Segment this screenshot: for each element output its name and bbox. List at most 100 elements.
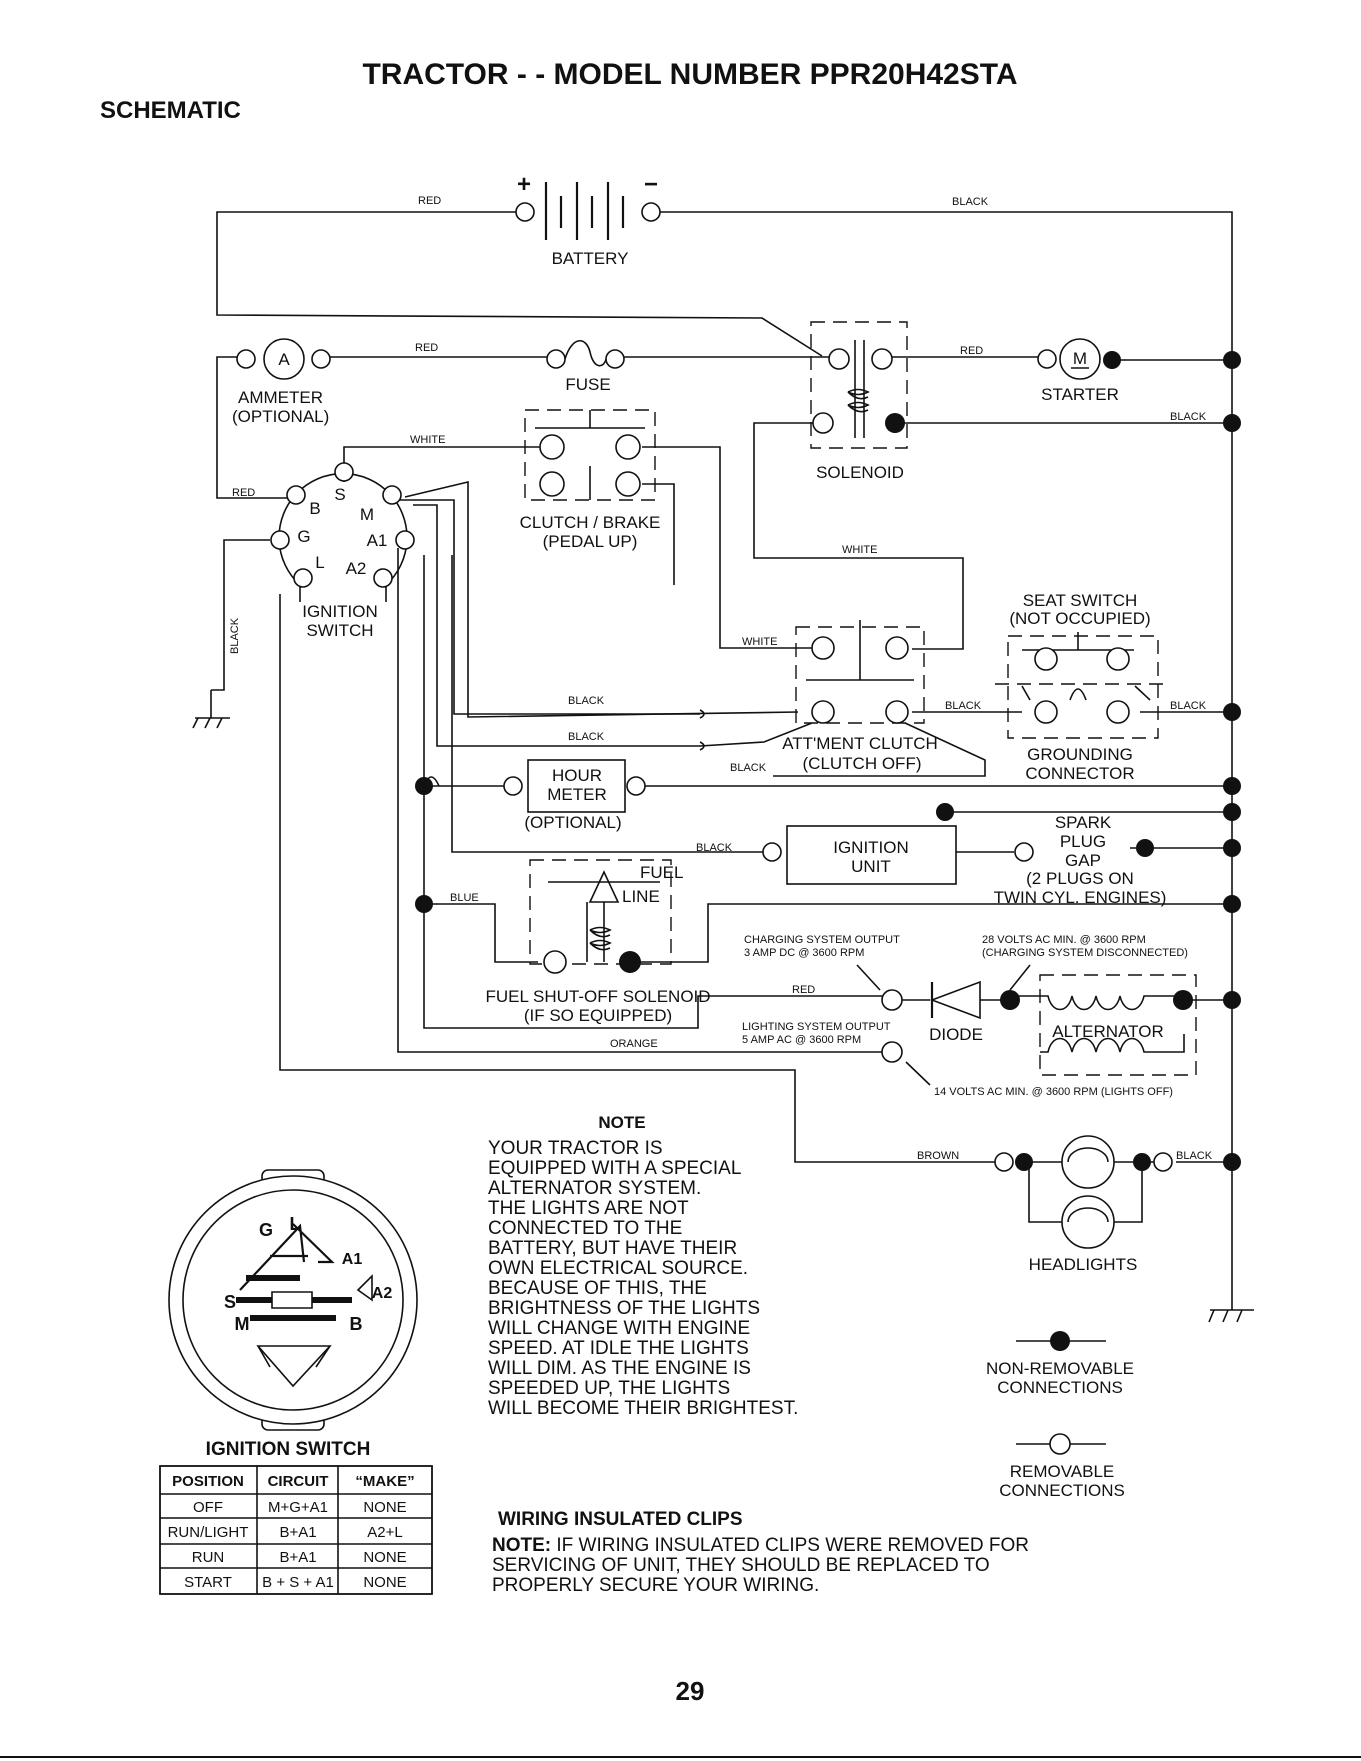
switch-letter-g: G: [259, 1220, 273, 1240]
table-header-circuit: CIRCUIT: [268, 1473, 329, 1490]
table-header-make: “MAKE”: [355, 1473, 414, 1490]
note-line: YOUR TRACTOR IS: [488, 1138, 663, 1159]
note-heading: NOTE: [598, 1113, 645, 1132]
note-line: WILL BECOME THEIR BRIGHTEST.: [488, 1398, 798, 1419]
table-cell: NONE: [363, 1499, 406, 1516]
wire-label-red: RED: [792, 984, 815, 996]
legend-removable-l2: CONNECTIONS: [999, 1481, 1125, 1500]
clips-line-1: NOTE: IF WIRING INSULATED CLIPS WERE REM…: [492, 1535, 1029, 1556]
spark-plug-l5: TWIN CYL. ENGINES): [994, 888, 1167, 907]
diode-label: DIODE: [929, 1025, 983, 1044]
clutch-brake-switch: CLUTCH / BRAKE (PEDAL UP): [520, 409, 661, 551]
ignition-terminal-a2: A2: [346, 559, 367, 578]
switch-letter-b: B: [350, 1314, 363, 1334]
note-line: BECAUSE OF THIS, THE: [488, 1278, 707, 1299]
legend-removable-circle: [1049, 1433, 1071, 1455]
seat-switch-label: SEAT SWITCH: [1023, 591, 1138, 610]
spark-plug-l3: GAP: [1065, 851, 1101, 870]
volts28-l1: 28 VOLTS AC MIN. @ 3600 RPM: [982, 934, 1146, 946]
note-line: SPEEDED UP, THE LIGHTS: [488, 1378, 730, 1399]
legend-nonremovable-l2: CONNECTIONS: [997, 1378, 1123, 1397]
legend-nonremovable-dot: [1050, 1331, 1070, 1351]
wire-label-black: BLACK: [945, 700, 982, 712]
ignition-switch-label-2: SWITCH: [306, 621, 373, 640]
table-header-position: POSITION: [172, 1473, 244, 1490]
ignition-terminal-m: M: [360, 505, 374, 524]
solenoid-label: SOLENOID: [816, 463, 904, 482]
ignition-unit-label-1: IGNITION: [833, 838, 909, 857]
note-line: SPEED. AT IDLE THE LIGHTS: [488, 1338, 749, 1359]
note-line: OWN ELECTRICAL SOURCE.: [488, 1258, 748, 1279]
page-number: 29: [676, 1676, 705, 1706]
clips-note-label: NOTE:: [492, 1535, 551, 1556]
ground-symbol: [1208, 1180, 1254, 1323]
clutch-brake-label: CLUTCH / BRAKE: [520, 513, 661, 532]
clips-l2: SERVICING OF UNIT, THEY SHOULD BE REPLAC…: [492, 1555, 990, 1576]
ignition-terminal-a1: A1: [367, 531, 388, 550]
wire-label-black: BLACK: [1170, 700, 1207, 712]
wire-label-black: BLACK: [568, 695, 605, 707]
note-line: WILL DIM. AS THE ENGINE IS: [488, 1358, 751, 1379]
wire-labels: RED BLACK RED RED BLACK WHITE RED WHITE …: [229, 195, 1213, 1162]
table-cell: B + S + A1: [262, 1574, 334, 1591]
ammeter-note: (OPTIONAL): [232, 407, 329, 426]
hour-meter: HOUR METER (OPTIONAL): [423, 759, 646, 832]
seat-switch-state: (NOT OCCUPIED): [1009, 609, 1150, 628]
note-line: THE LIGHTS ARE NOT: [488, 1198, 689, 1219]
section-title: SCHEMATIC: [100, 97, 241, 124]
clips-l3: PROPERLY SECURE YOUR WIRING.: [492, 1575, 819, 1596]
hour-meter-note: (OPTIONAL): [524, 813, 621, 832]
ignition-unit: IGNITION UNIT: [762, 825, 985, 885]
note-line: CONNECTED TO THE: [488, 1218, 682, 1239]
starter-symbol: M: [1073, 349, 1087, 368]
fuel-shutoff-solenoid: FUEL LINE FUEL SHUT-OFF SOLENOID (IF SO …: [485, 859, 711, 1025]
alternator-label: ALTERNATOR: [1052, 1022, 1163, 1041]
spark-plug-l4: (2 PLUGS ON: [1026, 869, 1134, 888]
wire-label-black: BLACK: [1170, 411, 1207, 423]
ammeter-label: AMMETER: [238, 388, 323, 407]
ignition-unit-label-2: UNIT: [851, 857, 891, 876]
note-line: EQUIPPED WITH A SPECIAL: [488, 1158, 741, 1179]
charging-output-l2: 3 AMP DC @ 3600 RPM: [744, 947, 864, 959]
ignition-terminal-b: B: [309, 499, 320, 518]
volts14-label: 14 VOLTS AC MIN. @ 3600 RPM (LIGHTS OFF): [934, 1086, 1173, 1098]
spark-plug: SPARK PLUG GAP (2 PLUGS ON TWIN CYL. ENG…: [994, 813, 1167, 907]
headlights-label: HEADLIGHTS: [1029, 1255, 1138, 1274]
wire-label-black: BLACK: [952, 196, 989, 208]
starter: M STARTER: [1037, 338, 1121, 404]
junction-dots: [415, 351, 1241, 1171]
ignition-terminal-s: S: [334, 485, 345, 504]
wire-label-white: WHITE: [410, 434, 445, 446]
spark-plug-l2: PLUG: [1060, 832, 1106, 851]
wire-label-white: WHITE: [842, 544, 877, 556]
ignition-switch: S B M G A1 L A2 IGNITION SWITCH: [270, 462, 415, 640]
spark-plug-l1: SPARK: [1055, 813, 1112, 832]
table-cell: RUN/LIGHT: [168, 1524, 249, 1541]
ammeter: A AMMETER (OPTIONAL): [232, 338, 331, 426]
battery-plus: +: [517, 171, 531, 198]
clips-heading: WIRING INSULATED CLIPS: [498, 1509, 743, 1530]
ground-symbol: [192, 690, 230, 729]
note-line: BATTERY, BUT HAVE THEIR: [488, 1238, 737, 1259]
fuel-solenoid-l1: FUEL SHUT-OFF SOLENOID: [485, 987, 710, 1006]
battery-label: BATTERY: [552, 249, 629, 268]
hour-meter-label-2: METER: [547, 785, 607, 804]
grounding-connector-label-1: GROUNDING: [1027, 745, 1133, 764]
switch-letter-l: L: [290, 1214, 301, 1234]
note-block: NOTE YOUR TRACTOR IS EQUIPPED WITH A SPE…: [488, 1113, 798, 1419]
ignition-switch-label-1: IGNITION: [302, 602, 378, 621]
wire-label-orange: ORANGE: [610, 1038, 658, 1050]
table-cell: M+G+A1: [268, 1499, 328, 1516]
table-cell: NONE: [363, 1549, 406, 1566]
switch-table: POSITION CIRCUIT “MAKE” OFF M+G+A1 NONE …: [159, 1465, 433, 1595]
wire-label-red: RED: [232, 487, 255, 499]
switch-letter-a2: A2: [372, 1285, 393, 1302]
volts28-l2: (CHARGING SYSTEM DISCONNECTED): [982, 947, 1188, 959]
clips-note: WIRING INSULATED CLIPS NOTE: IF WIRING I…: [492, 1509, 1029, 1596]
fuel-solenoid-l2: (IF SO EQUIPPED): [524, 1006, 672, 1025]
attachment-clutch-label: ATT'MENT CLUTCH: [782, 734, 938, 753]
wire-label-black: BLACK: [730, 762, 767, 774]
table-cell: RUN: [192, 1549, 225, 1566]
